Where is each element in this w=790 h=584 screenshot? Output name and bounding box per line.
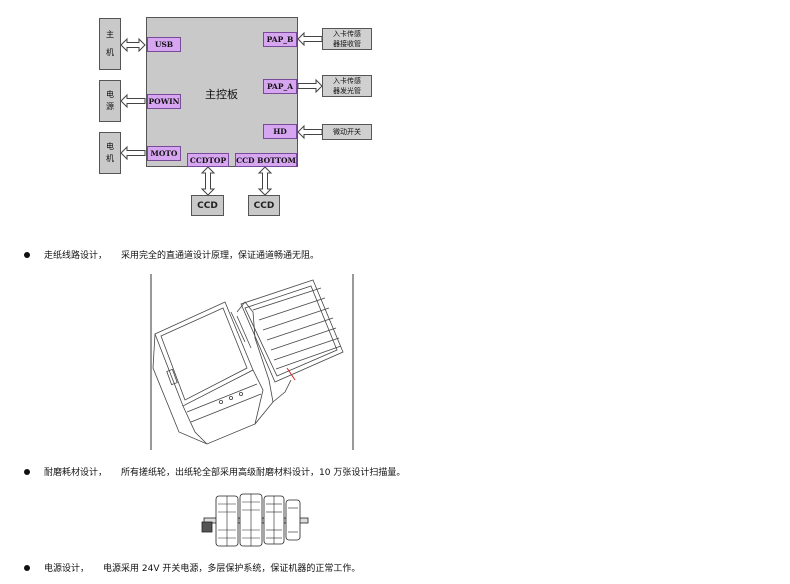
- power-char-1: 电: [106, 90, 114, 99]
- bullet-body: 采用完全的直通道设计原理，保证通道畅通无阻。: [121, 251, 320, 261]
- pap-a-port: PAP_A: [263, 79, 297, 94]
- host-char-1: 主: [106, 30, 114, 39]
- ccd-unit-top: CCD: [191, 195, 224, 216]
- host-box: 主 机: [99, 18, 121, 70]
- scanner-illustration: [145, 272, 357, 452]
- bullet-power-supply: 电源设计， 电源采用 24V 开关电源，多层保护系统，保证机器的正常工作。: [24, 561, 360, 574]
- roller-drawing: [201, 493, 309, 547]
- main-board-label: 主控板: [205, 88, 238, 101]
- receiver-sensor-box: 入卡传感 器接收管: [322, 28, 372, 50]
- motor-char-1: 电: [106, 142, 114, 151]
- receiver-line-2: 器接收管: [333, 40, 361, 48]
- bullet-body: 电源采用 24V 开关电源，多层保护系统，保证机器的正常工作。: [103, 564, 361, 574]
- powin-port: POWIN: [147, 94, 181, 109]
- bullet-title: 走纸线路设计，: [44, 251, 108, 261]
- bullet-title: 耐磨耗材设计，: [44, 468, 108, 478]
- hd-port: HD: [263, 124, 297, 139]
- receiver-line-1: 入卡传感: [333, 30, 361, 38]
- scanner-drawing: [150, 274, 354, 450]
- ccdtop-port: CCDTOP: [187, 153, 229, 167]
- emitter-sensor-box: 入卡传感 器发光管: [322, 75, 372, 97]
- bullet-title: 电源设计，: [44, 564, 90, 574]
- switch-line: 微动开关: [333, 128, 361, 136]
- roller-illustration: [198, 490, 310, 550]
- bullet-paper-path: 走纸线路设计， 采用完全的直通道设计原理，保证通道畅通无阻。: [24, 248, 319, 261]
- moto-port: MOTO: [147, 146, 181, 161]
- ccdbottom-port: CCD BOTTOM: [235, 153, 297, 167]
- switch-sensor-box: 微动开关: [322, 124, 372, 140]
- bullet-dot-icon: [24, 251, 30, 258]
- bullet-wear-parts: 耐磨耗材设计， 所有搓纸轮，出纸轮全部采用高级耐磨材料设计，10 万张设计扫描量…: [24, 465, 405, 478]
- power-box: 电 源: [99, 80, 121, 122]
- motor-box: 电 机: [99, 132, 121, 174]
- power-char-2: 源: [106, 102, 114, 111]
- host-char-2: 机: [106, 48, 114, 57]
- emitter-line-1: 入卡传感: [333, 77, 361, 85]
- pap-b-port: PAP_B: [263, 32, 297, 47]
- bullet-dot-icon: [24, 468, 30, 475]
- bullet-body: 所有搓纸轮，出纸轮全部采用高级耐磨材料设计，10 万张设计扫描量。: [121, 468, 406, 478]
- emitter-line-2: 器发光管: [333, 87, 361, 95]
- bullet-dot-icon: [24, 564, 30, 571]
- ccd-unit-bottom: CCD: [248, 195, 280, 216]
- usb-port: USB: [147, 37, 181, 52]
- motor-char-2: 机: [106, 154, 114, 163]
